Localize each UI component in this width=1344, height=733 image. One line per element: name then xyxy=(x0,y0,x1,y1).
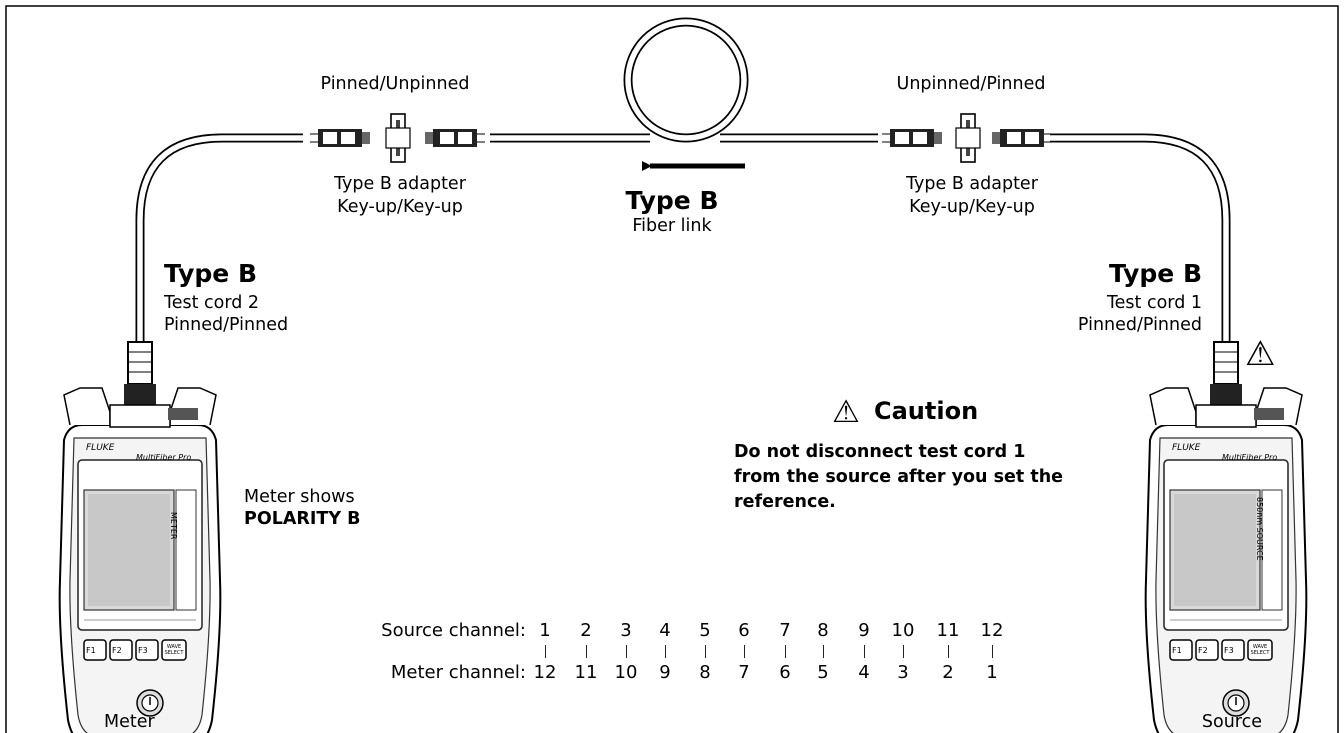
source-channel-5: 5 xyxy=(699,620,711,641)
meter-channel-10: 10 xyxy=(614,662,638,683)
source-brand: FLUKE xyxy=(1172,443,1201,453)
left-adapter-line2: Key-up/Key-up xyxy=(337,197,463,217)
left-mpo-connectors xyxy=(309,113,486,163)
caution-title: Caution xyxy=(874,397,979,425)
channel-tick xyxy=(665,645,667,658)
meter-channel-3: 3 xyxy=(897,662,909,683)
link-subtitle: Fiber link xyxy=(632,216,712,236)
channel-tick xyxy=(586,645,588,658)
cord2-line2: Pinned/Pinned xyxy=(164,315,289,335)
source-channel-2: 2 xyxy=(580,620,592,641)
meter-brand: FLUKE xyxy=(86,443,115,453)
source-channel-10: 10 xyxy=(891,620,915,641)
source-key-f1: F1 xyxy=(1172,646,1182,655)
fiber-cables xyxy=(135,17,1231,345)
channel-tick xyxy=(545,645,547,658)
meter-channel-label: Meter channel: xyxy=(390,662,526,683)
meter-key-f2: F2 xyxy=(112,646,122,655)
meter-key-f1: F1 xyxy=(86,646,96,655)
meter-channel-2: 2 xyxy=(942,662,954,683)
channel-tick xyxy=(948,645,950,658)
source-channel-4: 4 xyxy=(659,620,671,641)
channel-tick xyxy=(823,645,825,658)
meter-side-label: METER xyxy=(169,512,178,540)
channel-tick xyxy=(992,645,994,658)
cord2-title: Type B xyxy=(164,259,257,288)
meter-channel-9: 9 xyxy=(659,662,671,683)
channel-tick xyxy=(744,645,746,658)
cord2-line1: Test cord 2 xyxy=(164,293,260,313)
channel-tick xyxy=(785,645,787,658)
source-side-label: 850nm SOURCE xyxy=(1255,497,1264,561)
left-boot xyxy=(124,341,156,410)
left-pin-label: Pinned/Unpinned xyxy=(320,74,470,94)
caution-line1: Do not disconnect test cord 1 xyxy=(734,442,1026,462)
source-key-f3: F3 xyxy=(1224,646,1234,655)
link-title: Type B xyxy=(625,186,719,215)
right-boot xyxy=(1210,341,1242,410)
channel-tick xyxy=(864,645,866,658)
source-channel-3: 3 xyxy=(620,620,632,641)
meter-channel-1: 1 xyxy=(986,662,998,683)
meter-model: MultiFiber Pro xyxy=(136,453,192,462)
cord1-line2: Pinned/Pinned xyxy=(1077,315,1202,335)
right-mpo-connectors xyxy=(881,113,1053,163)
channel-tick xyxy=(626,645,628,658)
caution-warning-icon: ⚠ xyxy=(832,394,860,430)
source-channel-1: 1 xyxy=(539,620,551,641)
source-model: MultiFiber Pro xyxy=(1222,453,1278,462)
meter-key-f3: F3 xyxy=(138,646,148,655)
caution-line2: from the source after you set the xyxy=(734,467,1064,487)
source-channel-8: 8 xyxy=(817,620,829,641)
right-adapter-line2: Key-up/Key-up xyxy=(909,197,1035,217)
source-caption: Source xyxy=(1201,712,1262,732)
left-adapter-line1: Type B adapter xyxy=(334,174,466,194)
meter-channel-5: 5 xyxy=(817,662,829,683)
meter-shows-line2: POLARITY B xyxy=(244,509,361,529)
source-channel-12: 12 xyxy=(980,620,1004,641)
caution-line3: reference. xyxy=(734,492,836,512)
meter-key-wave: WAVE SELECT xyxy=(164,644,184,656)
source-channel-7: 7 xyxy=(779,620,791,641)
channel-tick xyxy=(903,645,905,658)
meter-channel-4: 4 xyxy=(858,662,870,683)
cord1-line1: Test cord 1 xyxy=(1106,293,1202,313)
meter-channel-8: 8 xyxy=(699,662,711,683)
source-channel-label: Source channel: xyxy=(381,620,526,641)
meter-channel-11: 11 xyxy=(574,662,598,683)
meter-device xyxy=(58,387,222,733)
corner-warning-icon: ⚠ xyxy=(1245,334,1276,374)
source-key-f2: F2 xyxy=(1198,646,1208,655)
right-pin-label: Unpinned/Pinned xyxy=(896,74,1046,94)
source-device xyxy=(1144,387,1308,733)
cord1-title: Type B xyxy=(1109,259,1202,288)
meter-channel-7: 7 xyxy=(738,662,750,683)
source-key-wave: WAVE SELECT xyxy=(1250,644,1270,656)
source-channel-9: 9 xyxy=(858,620,870,641)
source-channel-11: 11 xyxy=(936,620,960,641)
meter-channel-6: 6 xyxy=(779,662,791,683)
source-channel-6: 6 xyxy=(738,620,750,641)
meter-caption: Meter xyxy=(104,712,155,732)
right-adapter-line1: Type B adapter xyxy=(906,174,1038,194)
channel-tick xyxy=(705,645,707,658)
meter-shows-line1: Meter shows xyxy=(244,487,355,507)
meter-channel-12: 12 xyxy=(533,662,557,683)
